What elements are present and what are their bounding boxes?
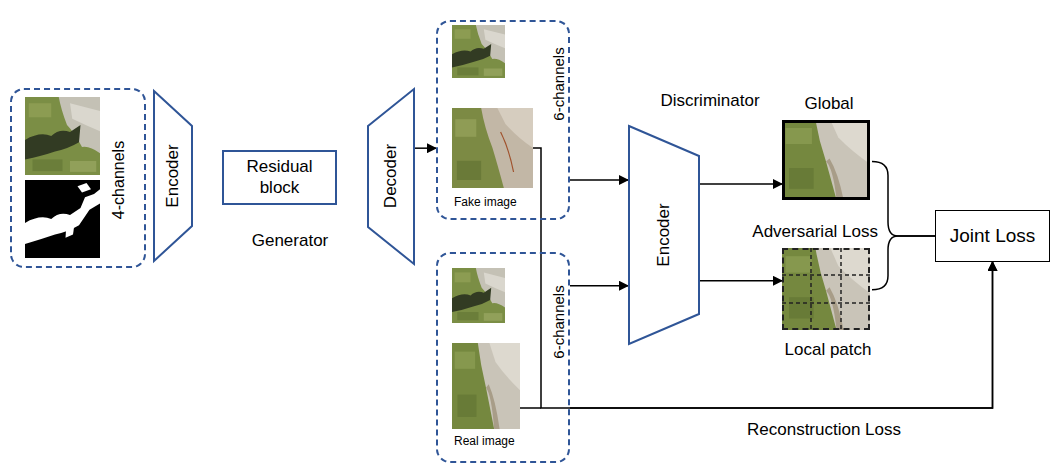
connector-arrow [872, 162, 935, 236]
vertical-label: Encoder [654, 203, 674, 266]
vertical-label: 6-channels [550, 285, 568, 358]
connector-arrow [541, 220, 993, 408]
patch-grid [782, 248, 870, 330]
real-photo [452, 343, 520, 429]
discriminator-encoder: DiscriminatorEncoder [628, 125, 700, 345]
vertical-label: Decoder [381, 144, 401, 208]
vertical-label: 6-channels [550, 47, 568, 120]
global-photo [782, 120, 870, 200]
loss-label: Adversarial Loss [750, 222, 880, 242]
vertical-label: Encoder [163, 144, 183, 207]
connector-arrow [700, 183, 782, 185]
vertical-label: 4-channels [109, 141, 128, 219]
fake-images [452, 25, 533, 188]
decoder-block: Decoder [367, 88, 415, 265]
real-group: Real image 6-channels [436, 252, 570, 463]
shadow-mask [25, 180, 100, 258]
fake-photo [452, 108, 533, 188]
grid-line [810, 248, 812, 330]
node-heading: Discriminator [660, 91, 759, 111]
global-output: Global [782, 120, 870, 200]
node-heading: Global [804, 94, 853, 114]
connector-arrow [700, 280, 782, 282]
trapezoid-shape [629, 126, 699, 344]
trapezoid-shape [154, 91, 192, 261]
real-images [452, 268, 520, 429]
input-photo [452, 25, 505, 78]
local-patch-output: Local patch [782, 248, 870, 330]
encoder-block: Encoder [153, 90, 193, 262]
joint-loss-box: Joint Loss [935, 210, 1050, 262]
node-text: Real image [454, 434, 515, 448]
node-text: Residual block [232, 157, 327, 198]
node-heading: Local patch [785, 340, 872, 360]
edge-label: Reconstruction Loss [745, 420, 903, 440]
node-text: Fake image [454, 195, 517, 209]
grid-line [782, 274, 870, 276]
trapezoid-shape [368, 89, 414, 264]
fake-group: Fake image 6-channels [436, 20, 570, 220]
connector-arrow [570, 285, 628, 287]
grid-line [840, 248, 842, 330]
input-photo [25, 97, 100, 175]
input-photo [452, 268, 505, 323]
input-group: 4-channels [10, 88, 146, 268]
lead-line [520, 407, 541, 409]
node-text: Joint Loss [950, 225, 1036, 248]
connector-arrow [415, 147, 436, 149]
connector-arrow [872, 236, 935, 290]
group-label: Generator [250, 231, 331, 251]
connector-arrow [570, 179, 628, 181]
image-leads [520, 148, 541, 408]
local-photo [782, 248, 870, 330]
input-images [25, 97, 100, 258]
lead-line [533, 148, 541, 220]
residual-block: Residual block [222, 150, 337, 205]
grid-line [782, 302, 870, 304]
